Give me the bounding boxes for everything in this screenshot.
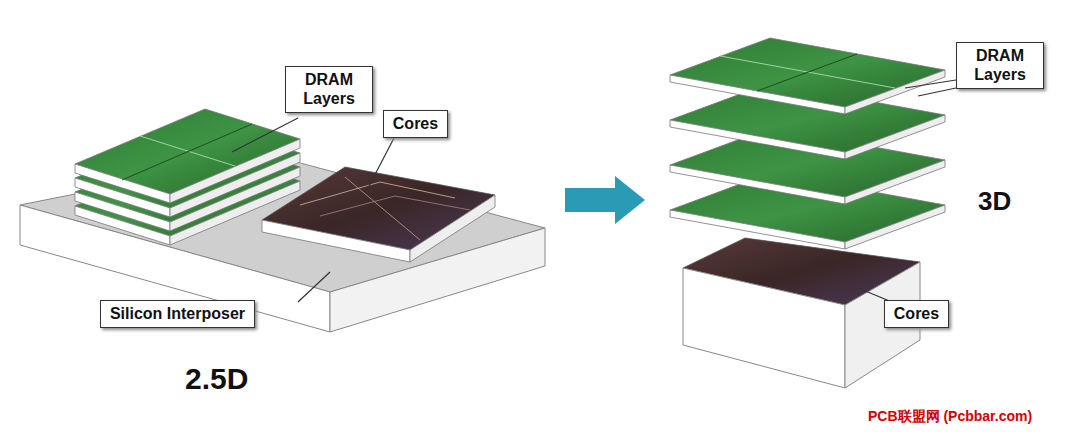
dram-layers-3d bbox=[670, 38, 945, 249]
callout-box: DRAM Layers bbox=[956, 42, 1044, 89]
callout-text: Silicon Interposer bbox=[109, 304, 246, 323]
callout-text: Cores bbox=[392, 114, 439, 133]
watermark: PCB联盟网 (Pcbbar.com) bbox=[868, 408, 1032, 426]
callout-box: Cores bbox=[884, 300, 949, 328]
callout-box: DRAM Layers bbox=[285, 66, 373, 113]
callout-text: Cores bbox=[893, 304, 940, 323]
callout-text: DRAM Layers bbox=[294, 70, 364, 108]
packaging-type-label: 3D bbox=[978, 186, 1011, 217]
leader-lines bbox=[232, 80, 956, 302]
base-front bbox=[683, 268, 845, 388]
callout-box: Silicon Interposer bbox=[100, 300, 255, 328]
callout-text: DRAM Layers bbox=[965, 46, 1035, 84]
transition-arrow bbox=[565, 176, 645, 224]
packaging-type-label: 2.5D bbox=[185, 362, 248, 396]
callout-box: Cores bbox=[383, 110, 448, 138]
cores-die bbox=[262, 167, 495, 262]
